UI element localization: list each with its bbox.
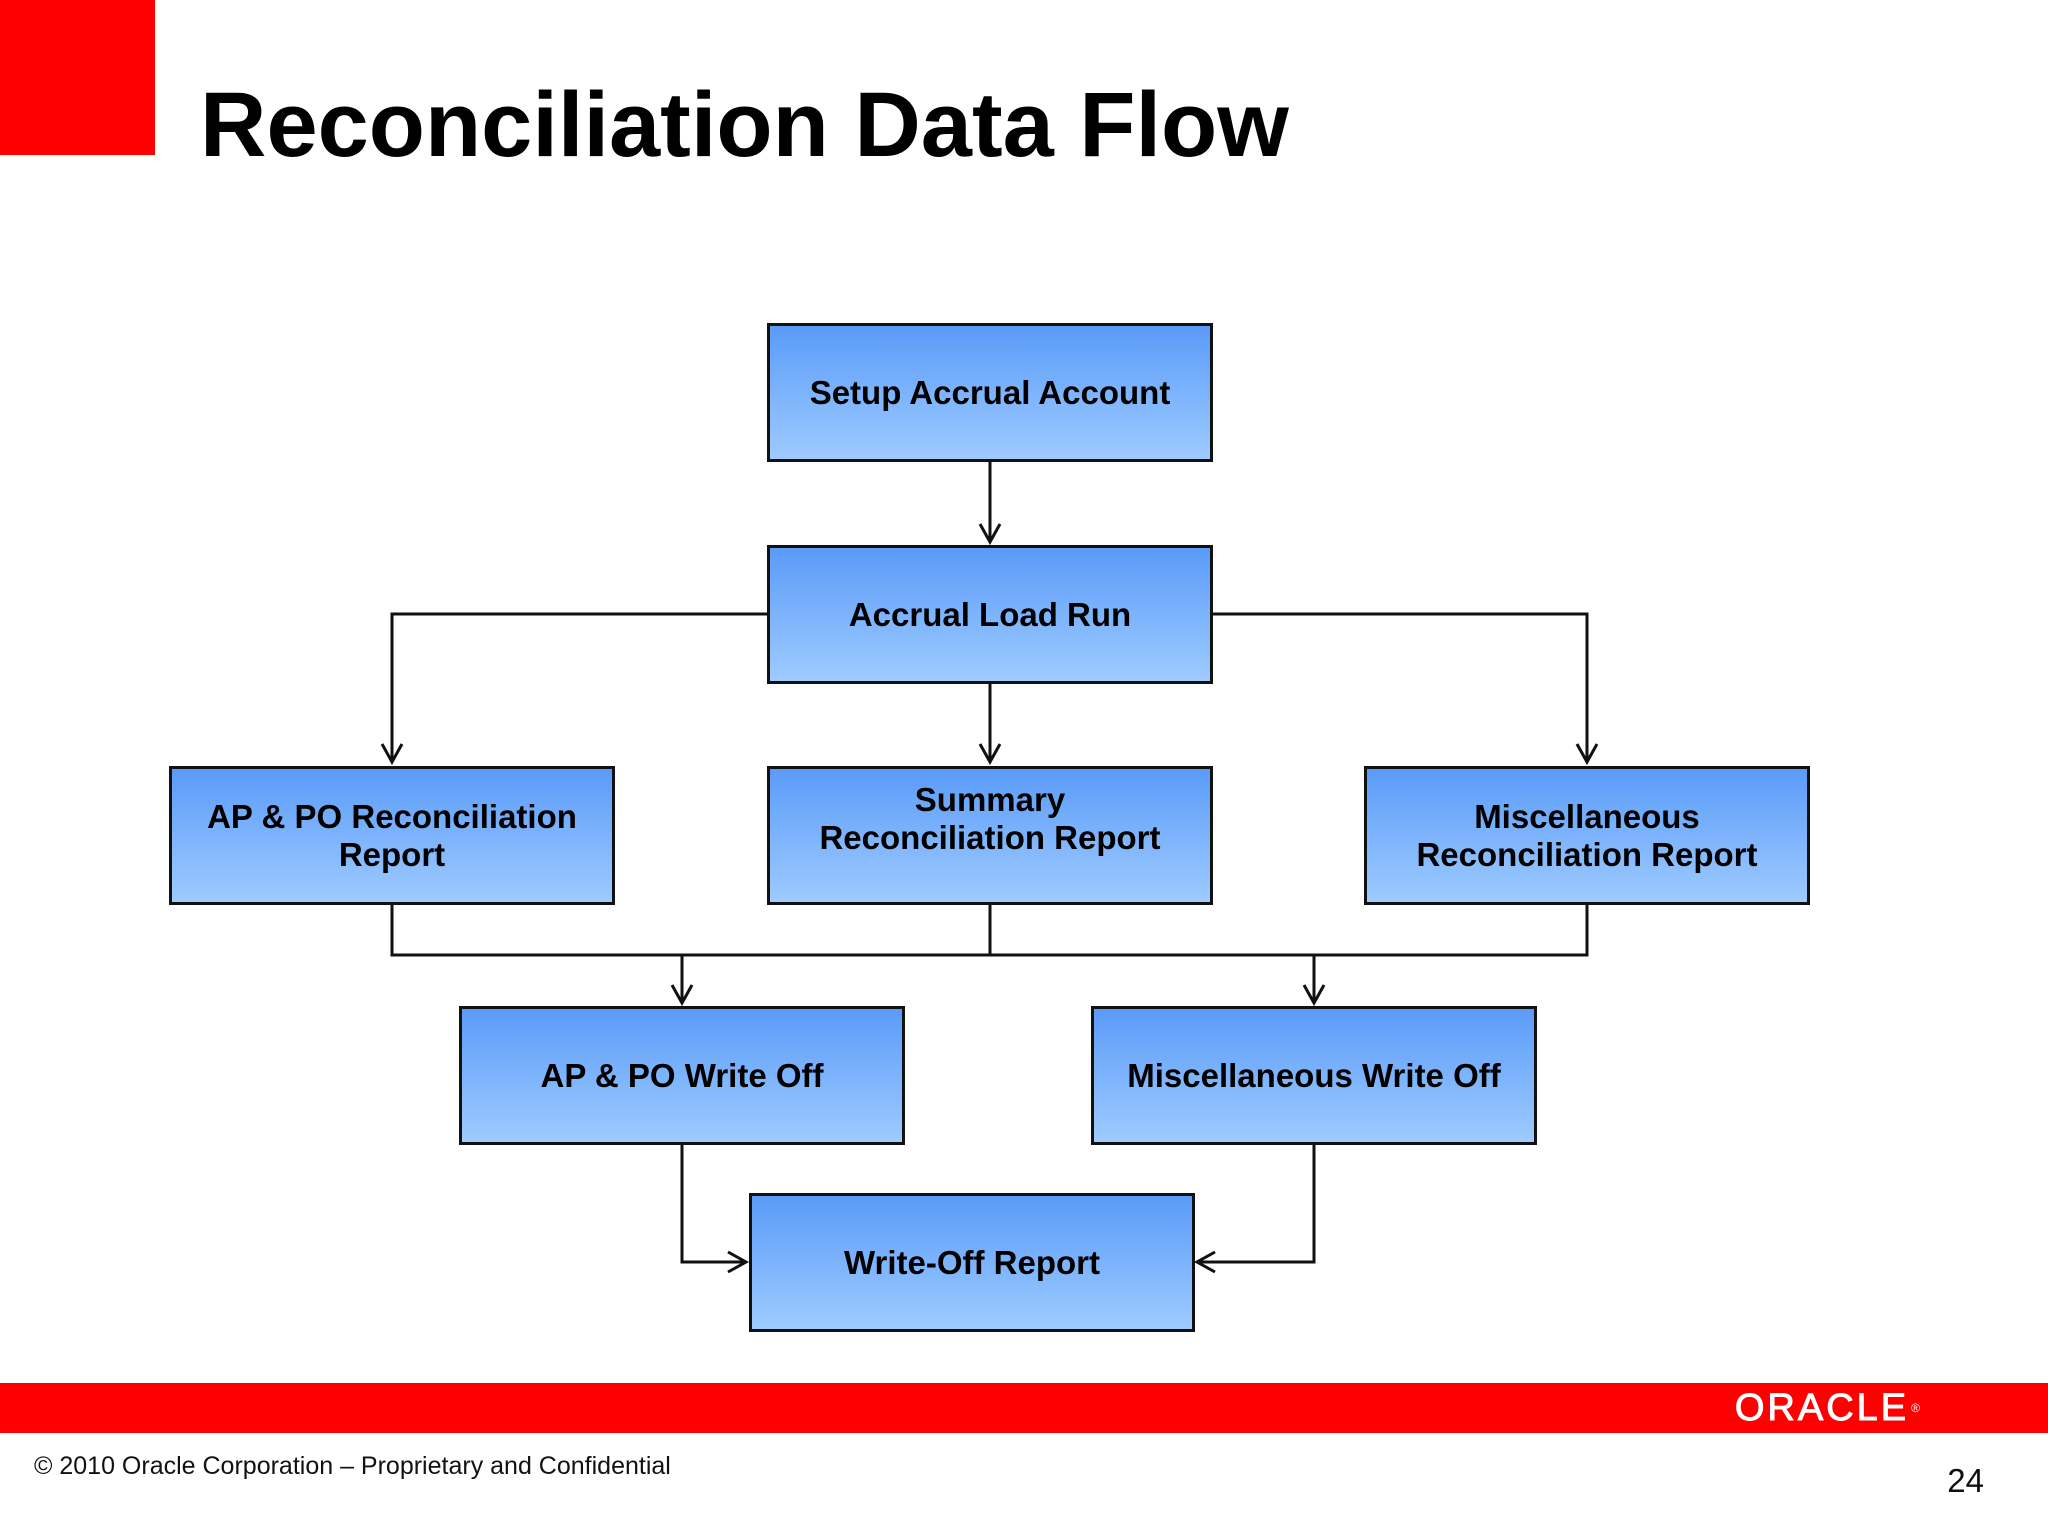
connector-misc-writeoff-report [1197,1145,1316,1264]
page-number: 24 [1947,1462,1984,1499]
node-label: Miscellaneous Write Off [1127,1056,1501,1094]
connector-load-misc-recon [1212,612,1589,762]
footer-red-bar [0,1383,2048,1433]
node-label-line-1: Summary [914,781,1066,818]
copyright-notice: © 2010 Oracle Corporation – Proprietary … [34,1452,671,1480]
oracle-logo-text: ORACLE [1734,1386,1910,1429]
node-label-line-2: Reconciliation Report [819,819,1161,856]
connector-appo-writeoff-report [680,1145,746,1264]
registered-mark: ® [1911,1401,1920,1415]
oracle-logo: ORACLE® [1734,1383,1920,1433]
arrowhead-misc-writeoff [1302,984,1326,1007]
connector-load-appo-recon [390,612,768,762]
node-label-line-2: Reconciliation Report [1416,835,1758,873]
brand-red-square [0,0,155,155]
arrowhead-report-right [1193,1250,1216,1274]
node-label-line-2: Report [338,835,446,873]
node-ap-po-reconciliation-report: AP & PO Reconciliation Report [169,766,615,905]
node-setup-accrual-account: Setup Accrual Account [767,323,1213,462]
arrowhead-report-left [727,1250,750,1274]
arrowhead-appo-writeoff [670,984,694,1007]
node-label: Setup Accrual Account [809,373,1171,411]
arrowhead-appo-recon [380,743,404,766]
arrowhead-summary-recon [978,743,1002,766]
node-label: Write-Off Report [843,1243,1101,1281]
node-ap-po-write-off: AP & PO Write Off [459,1006,905,1145]
node-miscellaneous-write-off: Miscellaneous Write Off [1091,1006,1537,1145]
node-summary-reconciliation-report: Summary Reconciliation Report [767,766,1213,905]
node-label-line-1: AP & PO Reconciliation [207,797,577,835]
arrowhead-misc-recon [1575,743,1599,766]
node-miscellaneous-reconciliation-report: Miscellaneous Reconciliation Report [1364,766,1810,905]
node-label: AP & PO Write Off [540,1056,824,1094]
node-label: Accrual Load Run [848,595,1132,633]
node-accrual-load-run: Accrual Load Run [767,545,1213,684]
connector-recon-bus [390,905,1589,957]
slide-title: Reconciliation Data Flow [200,74,1289,176]
node-write-off-report: Write-Off Report [749,1193,1195,1332]
node-label-line-1: Miscellaneous [1474,797,1700,835]
arrowhead-load [978,523,1002,546]
